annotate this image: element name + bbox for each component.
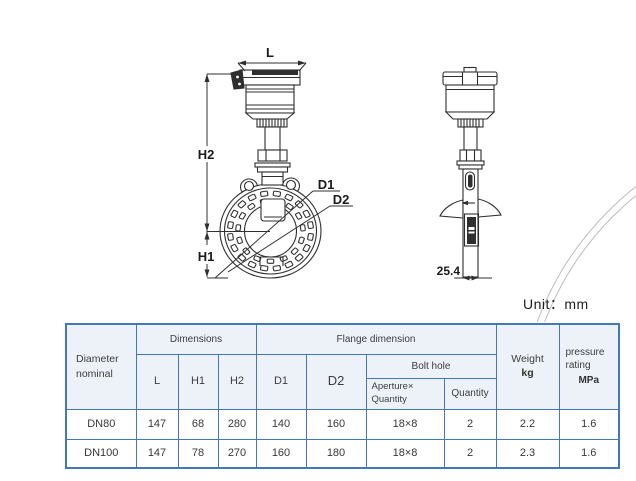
header-diameter-nominal: Diameter nominal [65, 323, 137, 410]
technical-drawing: L H2 H1 D1 D2 [198, 45, 636, 322]
cell-pressure: 1.6 [558, 438, 620, 469]
cell-weight: 2.3 [495, 438, 560, 469]
dimension-label-d2: D2 [333, 192, 350, 207]
cell-d2: 180 [305, 438, 367, 469]
cell-weight: 2.2 [495, 408, 560, 440]
cell-model: DN100 [65, 438, 137, 469]
dimension-label-d1: D1 [318, 177, 335, 192]
header-h1: H1 [177, 353, 219, 410]
header-d1: D1 [255, 353, 307, 410]
header-aperture-quantity: Aperture× Quantity [365, 377, 445, 410]
table-row-dn80: DN80 147 68 280 140 160 18×8 2 2.2 1.6 [65, 408, 620, 440]
table-row-dn100: DN100 147 78 270 160 180 18×8 2 2.3 1.6 [65, 438, 620, 469]
header-quantity: Quantity [443, 377, 497, 410]
cell-d1: 160 [255, 438, 307, 469]
cell-h2: 280 [217, 408, 257, 440]
cell-h1: 68 [177, 408, 219, 440]
cell-h1: 78 [177, 438, 219, 469]
dimension-label-probe-width: 25.4 [437, 264, 461, 278]
cell-aperture-qty: 18×8 [365, 408, 445, 440]
header-pressure-rating: pressure rating MPa [558, 323, 620, 410]
weight-label: Weight [511, 353, 544, 366]
cell-d2: 160 [305, 408, 367, 440]
header-d2: D2 [305, 353, 367, 410]
header-bolt-hole: Bolt hole [365, 353, 497, 379]
header-flange-dimension: Flange dimension [255, 323, 497, 355]
cell-qty: 2 [443, 438, 497, 469]
spec-table: Diameter nominal Dimensions Flange dimen… [65, 323, 620, 469]
header-dimensions: Dimensions [135, 323, 257, 355]
cell-aperture-qty: 18×8 [365, 438, 445, 469]
pressure-unit: MPa [578, 375, 600, 387]
cell-d1: 140 [255, 408, 307, 440]
side-view: 25.4 [437, 66, 502, 281]
watermark-arcs [536, 185, 636, 322]
dimension-label-h1: H1 [198, 249, 215, 264]
cell-pressure: 1.6 [558, 408, 620, 440]
dimension-label-h2: H2 [198, 147, 215, 162]
header-h2: H2 [217, 353, 257, 410]
cell-qty: 2 [443, 408, 497, 440]
weight-unit: kg [521, 366, 534, 379]
dimension-label-l: L [266, 45, 274, 60]
cell-l: 147 [135, 438, 179, 469]
cell-l: 147 [135, 408, 179, 440]
cell-h2: 270 [217, 438, 257, 469]
pressure-label: pressure rating [565, 347, 605, 372]
header-weight: Weight kg [495, 323, 560, 410]
header-l: L [135, 353, 179, 410]
bolt-hole-pattern [227, 190, 314, 272]
front-view: L H2 H1 D1 D2 [198, 45, 353, 279]
cell-model: DN80 [65, 408, 137, 440]
unit-note: Unit：mm [523, 296, 589, 312]
